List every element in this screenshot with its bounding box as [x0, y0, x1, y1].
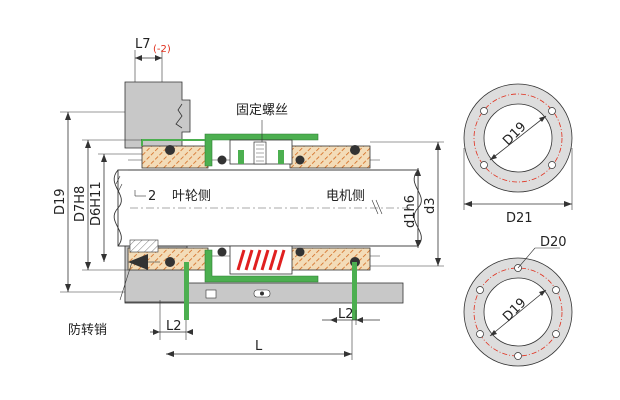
flange-top-bolt-hole — [480, 107, 488, 115]
label-d3: d3 — [423, 197, 438, 214]
label-d20: D20 — [540, 235, 567, 250]
flange-bottom-bolt-hole — [476, 330, 484, 338]
o-ring-upper-far — [350, 145, 360, 155]
spring-coils — [236, 249, 286, 271]
o-ring-lower-mid — [217, 247, 227, 257]
flange-top-bolt-hole — [548, 161, 556, 169]
anti-rotation-pin-arrow — [128, 254, 148, 270]
label-l2-left: L2 — [166, 319, 182, 334]
green-ring-a — [238, 150, 244, 164]
pin-slot — [129, 239, 159, 253]
green-post-lower — [184, 262, 189, 320]
flange-bottom-bolt-hole — [552, 286, 560, 294]
green-ring-b — [278, 150, 284, 164]
seal-face-left-upper — [141, 145, 209, 169]
label-l7-tolerance: (-2) — [153, 44, 171, 55]
flange-bottom-inner — [483, 277, 553, 347]
o-ring-lower-left — [165, 257, 175, 267]
shaft-break-hatch — [115, 175, 383, 215]
shaft-break-left — [113, 169, 122, 247]
label-set-screw: 固定螺丝 — [236, 103, 288, 118]
housing-upper — [124, 81, 191, 149]
housing-notch — [175, 103, 183, 129]
small-notch — [205, 289, 217, 299]
metal-cage-lower — [204, 249, 319, 283]
label-l: L — [255, 339, 263, 354]
o-ring-upper-left — [165, 145, 175, 155]
flange-top-bolt-hole — [480, 161, 488, 169]
flange-bottom-bolt-hole — [514, 352, 522, 360]
set-screw-threads — [256, 144, 264, 162]
label-point-2: 2 — [148, 189, 156, 204]
o-ring-lower-right — [295, 247, 305, 257]
label-d6h11: D6H11 — [89, 181, 104, 226]
label-d1h6: d1h6 — [403, 195, 418, 228]
flange-bottom-bolt-hole — [552, 330, 560, 338]
keyway-dot — [260, 291, 264, 296]
label-l7: L7 — [135, 37, 151, 52]
label-l2-right: L2 — [338, 307, 354, 322]
flange-top-bolt-hole — [548, 107, 556, 115]
label-impeller-side: 叶轮侧 — [172, 189, 211, 204]
flange-top-bolt-circle — [473, 93, 563, 183]
flange-bottom-bolt-hole — [476, 286, 484, 294]
label-anti-rotation-pin: 防转销 — [68, 322, 107, 338]
metal-cage-upper — [204, 133, 319, 167]
o-ring-upper-right — [295, 155, 305, 165]
green-post-right — [352, 262, 357, 320]
label-d21: D21 — [506, 211, 533, 226]
label-d7h8: D7H8 — [73, 186, 88, 222]
o-ring-upper-mid — [217, 155, 227, 165]
label-motor-side: 电机侧 — [326, 189, 365, 204]
label-d19-left: D19 — [53, 188, 68, 215]
